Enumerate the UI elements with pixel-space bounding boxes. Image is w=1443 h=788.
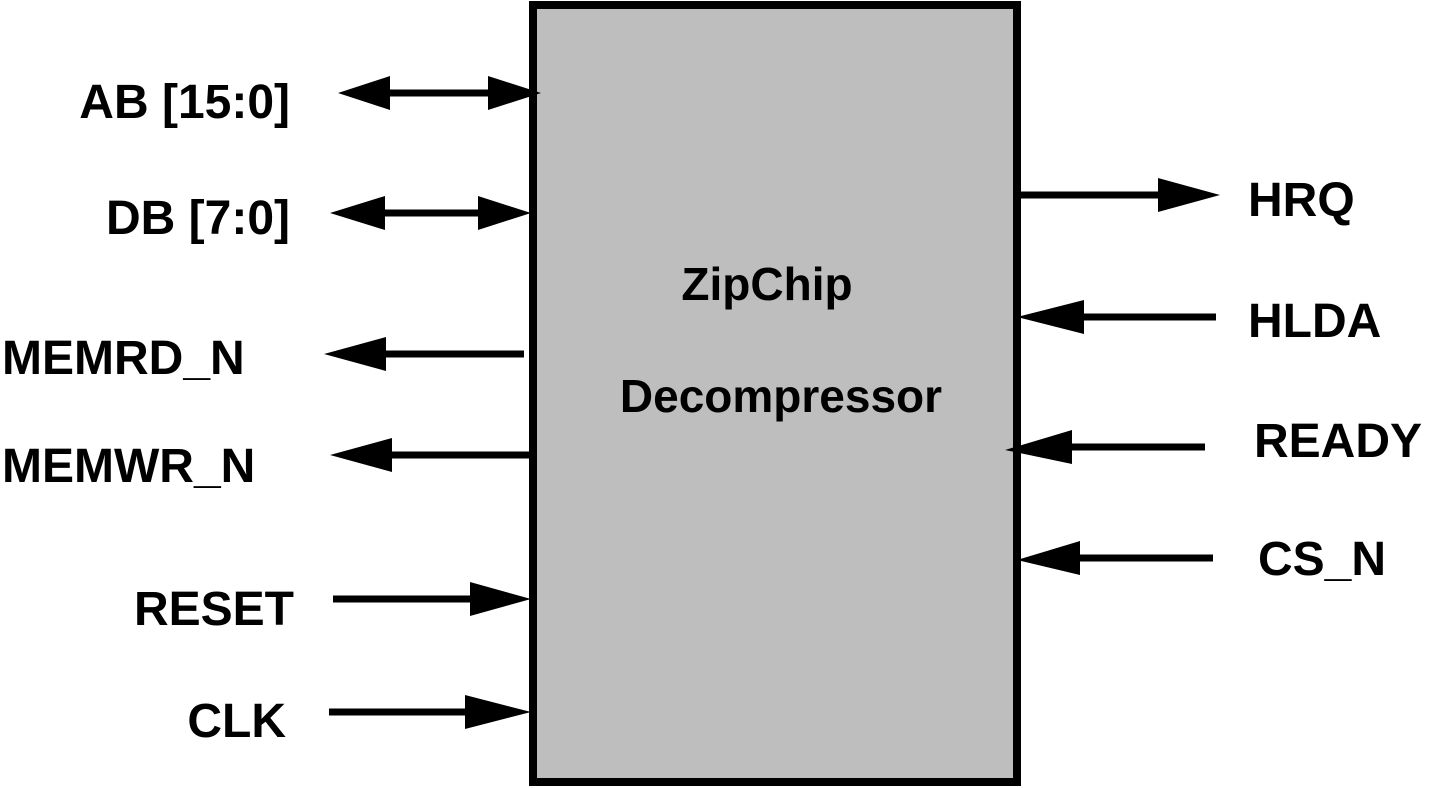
signal-memwr-n: MEMWR_N <box>2 438 531 493</box>
signal-hrq-label: HRQ <box>1248 174 1355 227</box>
block-title-line2: Decompressor <box>620 370 942 422</box>
signal-hlda-label: HLDA <box>1248 295 1381 348</box>
signal-hlda: HLDA <box>1017 295 1381 348</box>
signal-hrq: HRQ <box>1017 174 1355 227</box>
signal-cs-n-label: CS_N <box>1258 533 1386 586</box>
signal-cs-n-arrow <box>1017 541 1080 575</box>
signal-reset: RESET <box>134 582 531 636</box>
signal-memwr-n-arrow <box>330 438 392 472</box>
signal-clk-label: CLK <box>187 695 286 748</box>
signal-memrd-n: MEMRD_N <box>2 332 524 385</box>
signal-memwr-n-label: MEMWR_N <box>2 440 255 493</box>
signal-reset-label: RESET <box>134 583 294 636</box>
signal-memrd-n-label: MEMRD_N <box>2 332 245 385</box>
signal-ready-arrow <box>1005 430 1072 464</box>
signal-ab-label: AB [15:0] <box>79 76 290 129</box>
zipchip-block <box>529 1 1021 786</box>
signal-clk: CLK <box>187 695 531 748</box>
signal-hlda-arrow <box>1017 300 1084 334</box>
block-title-line1: ZipChip <box>681 258 852 310</box>
signal-db-arrow-right <box>478 196 531 230</box>
signal-ab: AB [15:0] <box>79 76 541 129</box>
signal-db-arrow-left <box>330 196 385 230</box>
signal-memrd-n-arrow <box>324 337 386 371</box>
signal-db-label: DB [7:0] <box>106 192 290 245</box>
signal-ab-arrow-right <box>488 76 541 110</box>
signal-reset-arrow <box>470 582 531 616</box>
signal-hrq-arrow <box>1158 178 1220 212</box>
signal-clk-arrow <box>465 695 531 729</box>
signal-db: DB [7:0] <box>106 192 531 245</box>
signal-ready: READY <box>1005 415 1422 468</box>
signal-ready-label: READY <box>1254 415 1422 468</box>
signal-cs-n: CS_N <box>1017 533 1386 586</box>
signal-ab-arrow-left <box>338 76 390 110</box>
